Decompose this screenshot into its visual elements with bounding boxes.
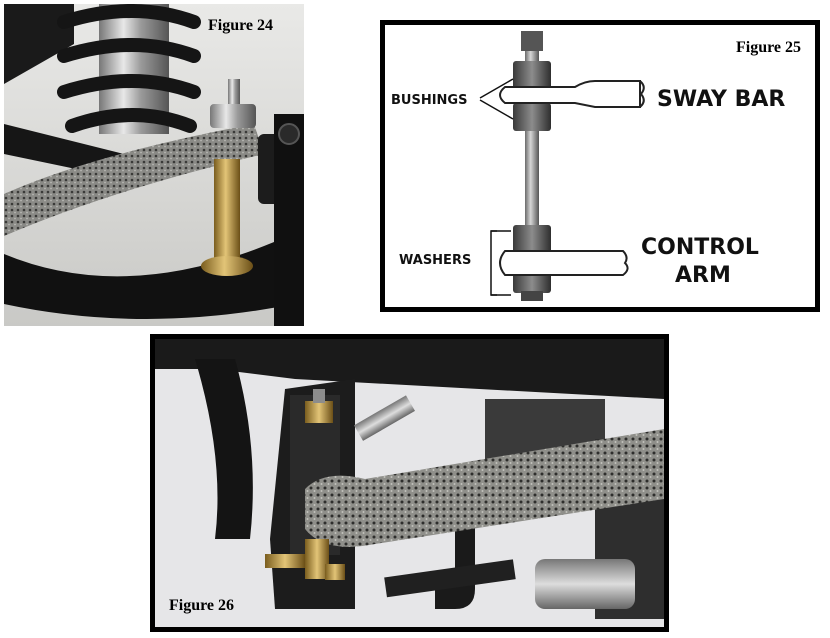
control-arm-label-line2: ARM: [675, 263, 731, 288]
figure-25-diagram: Figure 25 BUSHINGS SWAY BAR WASHERS CONT…: [380, 20, 820, 312]
washers-bracket: [490, 230, 511, 296]
figure-26-photo: Figure 26: [150, 334, 669, 632]
figure-26-illustration: [155, 339, 664, 627]
figure-26-caption: Figure 26: [169, 597, 235, 614]
washers-label: WASHERS: [399, 253, 472, 268]
control-arm-label-line1: CONTROL: [641, 235, 759, 260]
bushings-label: BUSHINGS: [391, 93, 468, 108]
top-nut: [521, 31, 543, 51]
figure-25-caption: Figure 25: [735, 39, 801, 56]
upper-bushing-top: [513, 61, 551, 89]
control-arm-shape: [499, 250, 629, 276]
lower-bushing-top: [513, 225, 551, 255]
figure-25-illustration: [479, 31, 645, 301]
figure-24-illustration: [4, 4, 304, 326]
upper-bushing-bottom: [513, 103, 551, 131]
sway-bar-shape: [499, 80, 641, 108]
sway-bar-label: SWAY BAR: [657, 87, 786, 112]
figure-24-photo: Figure 24: [4, 4, 304, 326]
figure-24-caption: Figure 24: [208, 17, 274, 34]
bushings-arrows: [479, 78, 514, 120]
